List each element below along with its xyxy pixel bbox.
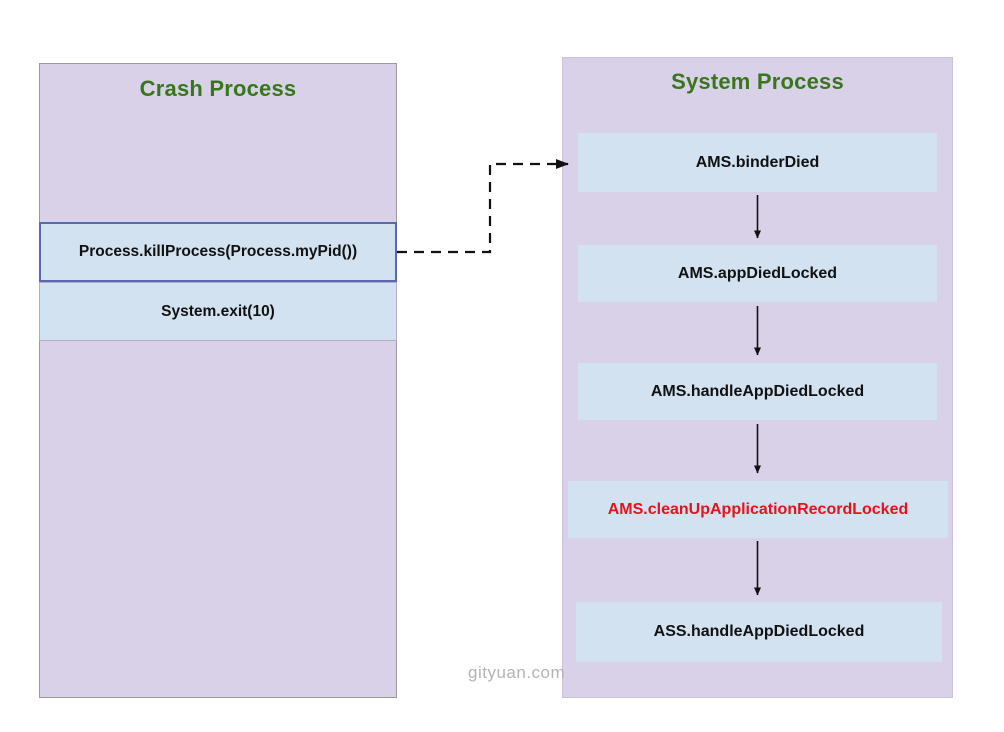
system-process-panel: System Process AMS.binderDied AMS.appDie… (562, 57, 953, 698)
node-ams-cleanupapplicationrecordlocked-label: AMS.cleanUpApplicationRecordLocked (607, 500, 909, 518)
system-process-title: System Process (671, 69, 844, 94)
node-ams-cleanupapplicationrecordlocked-highlighted: AMS.cleanUpApplicationRecordLocked (568, 481, 948, 538)
node-ass-handleappdiedlocked-label: ASS.handleAppDiedLocked (653, 623, 865, 640)
crash-process-panel: Crash Process Process.killProcess(Proces… (39, 63, 397, 698)
node-process-killprocess: Process.killProcess(Process.myPid()) (39, 222, 397, 282)
node-system-exit: System.exit(10) (39, 282, 397, 341)
node-ams-appdiedlocked-label: AMS.appDiedLocked (677, 264, 838, 282)
node-ass-handleappdiedlocked: ASS.handleAppDiedLocked (576, 602, 942, 662)
node-process-killprocess-label: Process.killProcess(Process.myPid()) (78, 243, 358, 260)
node-ams-handleappdiedlocked-label: AMS.handleAppDiedLocked (650, 382, 865, 400)
node-ams-binderdied-label: AMS.binderDied (695, 153, 820, 171)
crash-process-title: Crash Process (139, 76, 297, 101)
node-ams-appdiedlocked: AMS.appDiedLocked (578, 245, 937, 302)
node-ams-handleappdiedlocked: AMS.handleAppDiedLocked (578, 363, 937, 420)
watermark: gityuan.com (468, 663, 566, 682)
node-system-exit-label: System.exit(10) (161, 302, 275, 320)
dashed-elbow-connector (397, 159, 569, 254)
node-ams-binderdied: AMS.binderDied (578, 133, 937, 192)
